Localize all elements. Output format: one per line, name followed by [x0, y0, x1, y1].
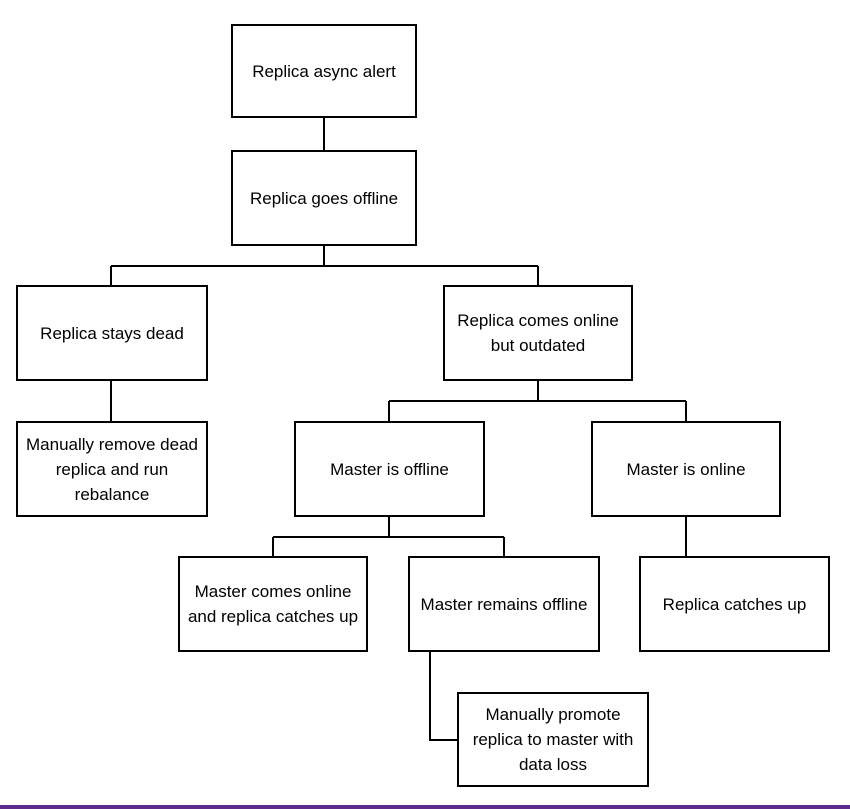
node-replica-stays-dead: Replica stays dead — [16, 285, 208, 381]
node-master-comes-online-replica-catches-up: Master comes online and replica catches … — [178, 556, 368, 652]
node-replica-goes-offline: Replica goes offline — [231, 150, 417, 246]
node-replica-async-alert-label: Replica async alert — [252, 61, 396, 81]
node-manually-remove-dead-replica-label: Manually remove dead replica and run reb… — [26, 434, 198, 504]
node-manually-promote-replica-label: Manually promote replica to master with … — [472, 705, 634, 774]
node-replica-stays-dead-label: Replica stays dead — [40, 323, 184, 343]
node-manually-remove-dead-replica: Manually remove dead replica and run reb… — [16, 421, 208, 517]
bottom-accent-bar — [0, 805, 850, 809]
node-replica-async-alert: Replica async alert — [231, 24, 417, 118]
node-master-is-offline: Master is offline — [294, 421, 485, 517]
node-replica-catches-up: Replica catches up — [639, 556, 830, 652]
node-manually-promote-replica: Manually promote replica to master with … — [457, 692, 649, 787]
node-master-remains-offline: Master remains offline — [408, 556, 600, 652]
node-master-is-online-label: Master is online — [626, 459, 746, 479]
node-replica-comes-online-outdated: Replica comes online but outdated — [443, 285, 633, 381]
connector-offline-to-branches — [110, 246, 539, 285]
node-replica-catches-up-label: Replica catches up — [662, 594, 807, 614]
connector-outdated-to-master — [388, 381, 687, 421]
node-master-is-online: Master is online — [591, 421, 781, 517]
node-master-comes-online-replica-catches-up-label: Master comes online and replica catches … — [187, 582, 359, 626]
node-master-is-offline-label: Master is offline — [330, 459, 449, 479]
node-master-remains-offline-label: Master remains offline — [420, 594, 588, 614]
connector-remains-to-promote — [429, 652, 457, 741]
connector-master-offline-to-outcomes — [272, 517, 505, 556]
node-replica-comes-online-outdated-label: Replica comes online but outdated — [457, 311, 619, 355]
node-replica-goes-offline-label: Replica goes offline — [249, 188, 399, 208]
